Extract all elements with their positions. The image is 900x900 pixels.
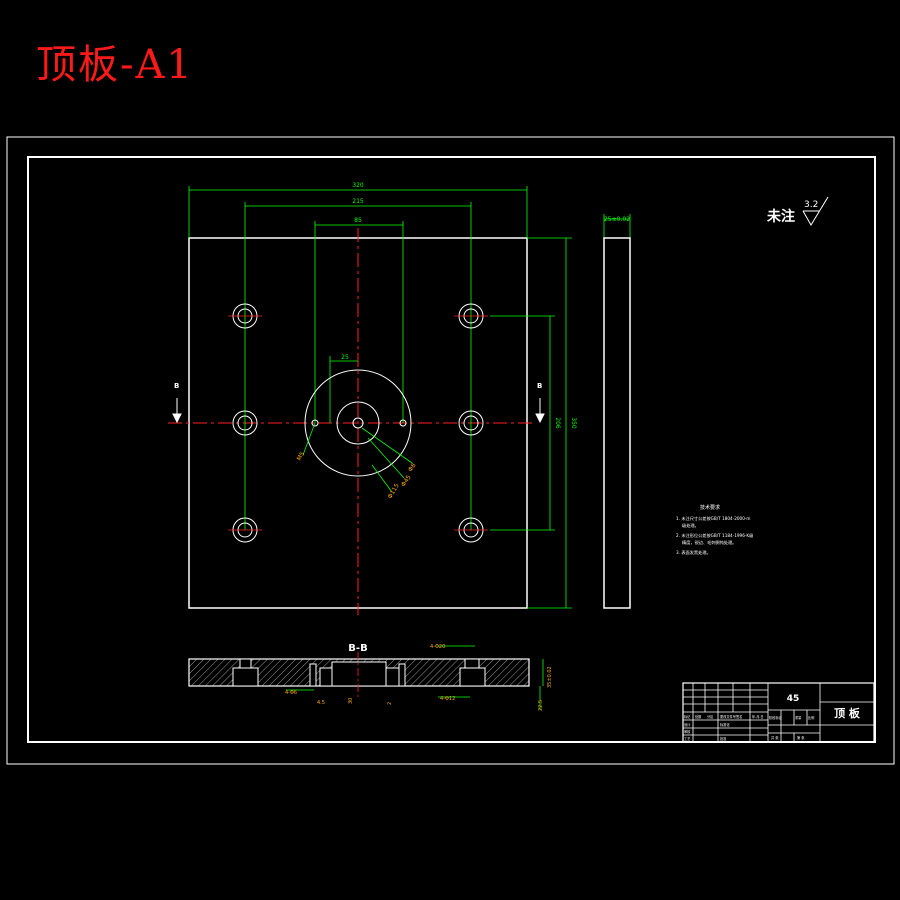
tech-notes-title: 技术要求 <box>700 504 720 511</box>
tb-label: 分区 <box>707 714 714 719</box>
callout-phi115: Φ115 <box>387 482 401 500</box>
callout-leaders <box>302 422 413 493</box>
section-title: B-B <box>348 643 367 654</box>
tb-label: 审核 <box>684 729 691 734</box>
title-block-material: 45 <box>787 694 800 704</box>
dim-overall-width: 320 <box>352 182 364 189</box>
dim-thickness: 25±0.02 <box>604 216 630 223</box>
title-block-labels: 标记 处数 分区 更改文件号 签名 年.月.日 设计 标准化 审核 工艺 批准 … <box>684 714 814 741</box>
section-dim-lines <box>286 645 544 710</box>
section-dim-35: 35±0.02 <box>547 666 553 688</box>
tb-label: 处数 <box>695 714 702 719</box>
tb-label: 标记 <box>684 714 691 719</box>
section-dim-phi6: 4-Φ6 <box>285 690 297 696</box>
tb-label: 设计 <box>684 722 691 727</box>
tb-label: 年.月.日 <box>752 714 764 719</box>
section-dim-phi20: 4-Φ20 <box>430 644 445 650</box>
section-holes <box>232 658 486 687</box>
drawing-heading: 顶板-A1 <box>36 42 194 88</box>
tb-label: 签名 <box>736 714 742 719</box>
dim-overall-height: 350 <box>570 417 577 429</box>
tb-label: 工艺 <box>684 736 690 741</box>
section-dim-phi12: 4-Φ12 <box>440 696 455 702</box>
dimension-lines <box>189 189 630 608</box>
dim-center-width: 85 <box>354 217 362 224</box>
tech-note-line: 1. 未注尺寸公差按GB/T 1804-2000-m <box>676 515 750 522</box>
tech-note-line: 级处理。 <box>682 522 699 529</box>
section-view: B-B 4-Φ20 4-Φ12 4-Φ6 4.5 30 2 35±0 <box>188 643 553 711</box>
tb-label: 标准化 <box>720 722 730 727</box>
tb-label: 重量 <box>795 715 802 720</box>
section-arrows <box>172 398 545 424</box>
inner-frame <box>27 156 876 743</box>
side-view-outline <box>603 237 631 609</box>
dim-hole-spacing-x: 215 <box>352 198 364 205</box>
tb-label: 共 张 <box>771 735 779 740</box>
hole-centerlines <box>228 315 488 531</box>
title-block-part-name: 顶 板 <box>834 706 861 720</box>
dim-hole-spacing-y: 206 <box>554 417 561 429</box>
surface-note: 未注 3.2 <box>767 196 829 226</box>
extension-lines <box>188 186 631 609</box>
tech-note-line: 3. 表面发黑处理。 <box>676 549 711 556</box>
tb-label: 比例 <box>808 715 814 720</box>
tech-note-line: 精度，锐边、毛刺倒钝处理。 <box>682 539 736 546</box>
section-dim-22-5: 22.5 <box>538 700 544 711</box>
surface-roughness-value: 3.2 <box>804 200 818 210</box>
dim-small-offset: 25 <box>341 354 349 361</box>
tb-label: 更改文件号 <box>720 714 736 719</box>
technical-notes: 技术要求 1. 未注尺寸公差按GB/T 1804-2000-m 级处理。 2. … <box>676 504 754 556</box>
section-dim-30: 30 <box>348 698 354 704</box>
center-features <box>304 369 412 477</box>
tb-label: 批准 <box>720 736 727 741</box>
outer-frame <box>6 136 895 765</box>
tb-label: 阶段标记 <box>769 715 783 720</box>
section-dim-4-5: 4.5 <box>317 700 325 706</box>
plan-view: 320 215 85 25 206 350 25±0.02 <box>168 182 631 615</box>
roughness-symbol <box>802 196 829 226</box>
surface-note-label: 未注 <box>767 208 795 225</box>
callout-phi8: Φ8 <box>407 462 418 473</box>
callout-m5: M5 <box>296 451 307 462</box>
section-mark-left: B <box>174 382 179 390</box>
section-mark-right: B <box>537 382 542 390</box>
title-block <box>682 682 875 743</box>
tech-note-line: 2. 未注形位公差按GB/T 1184-1996-K级 <box>676 532 754 539</box>
section-dim-2: 2 <box>387 702 393 705</box>
tb-label: 第 张 <box>797 735 805 740</box>
